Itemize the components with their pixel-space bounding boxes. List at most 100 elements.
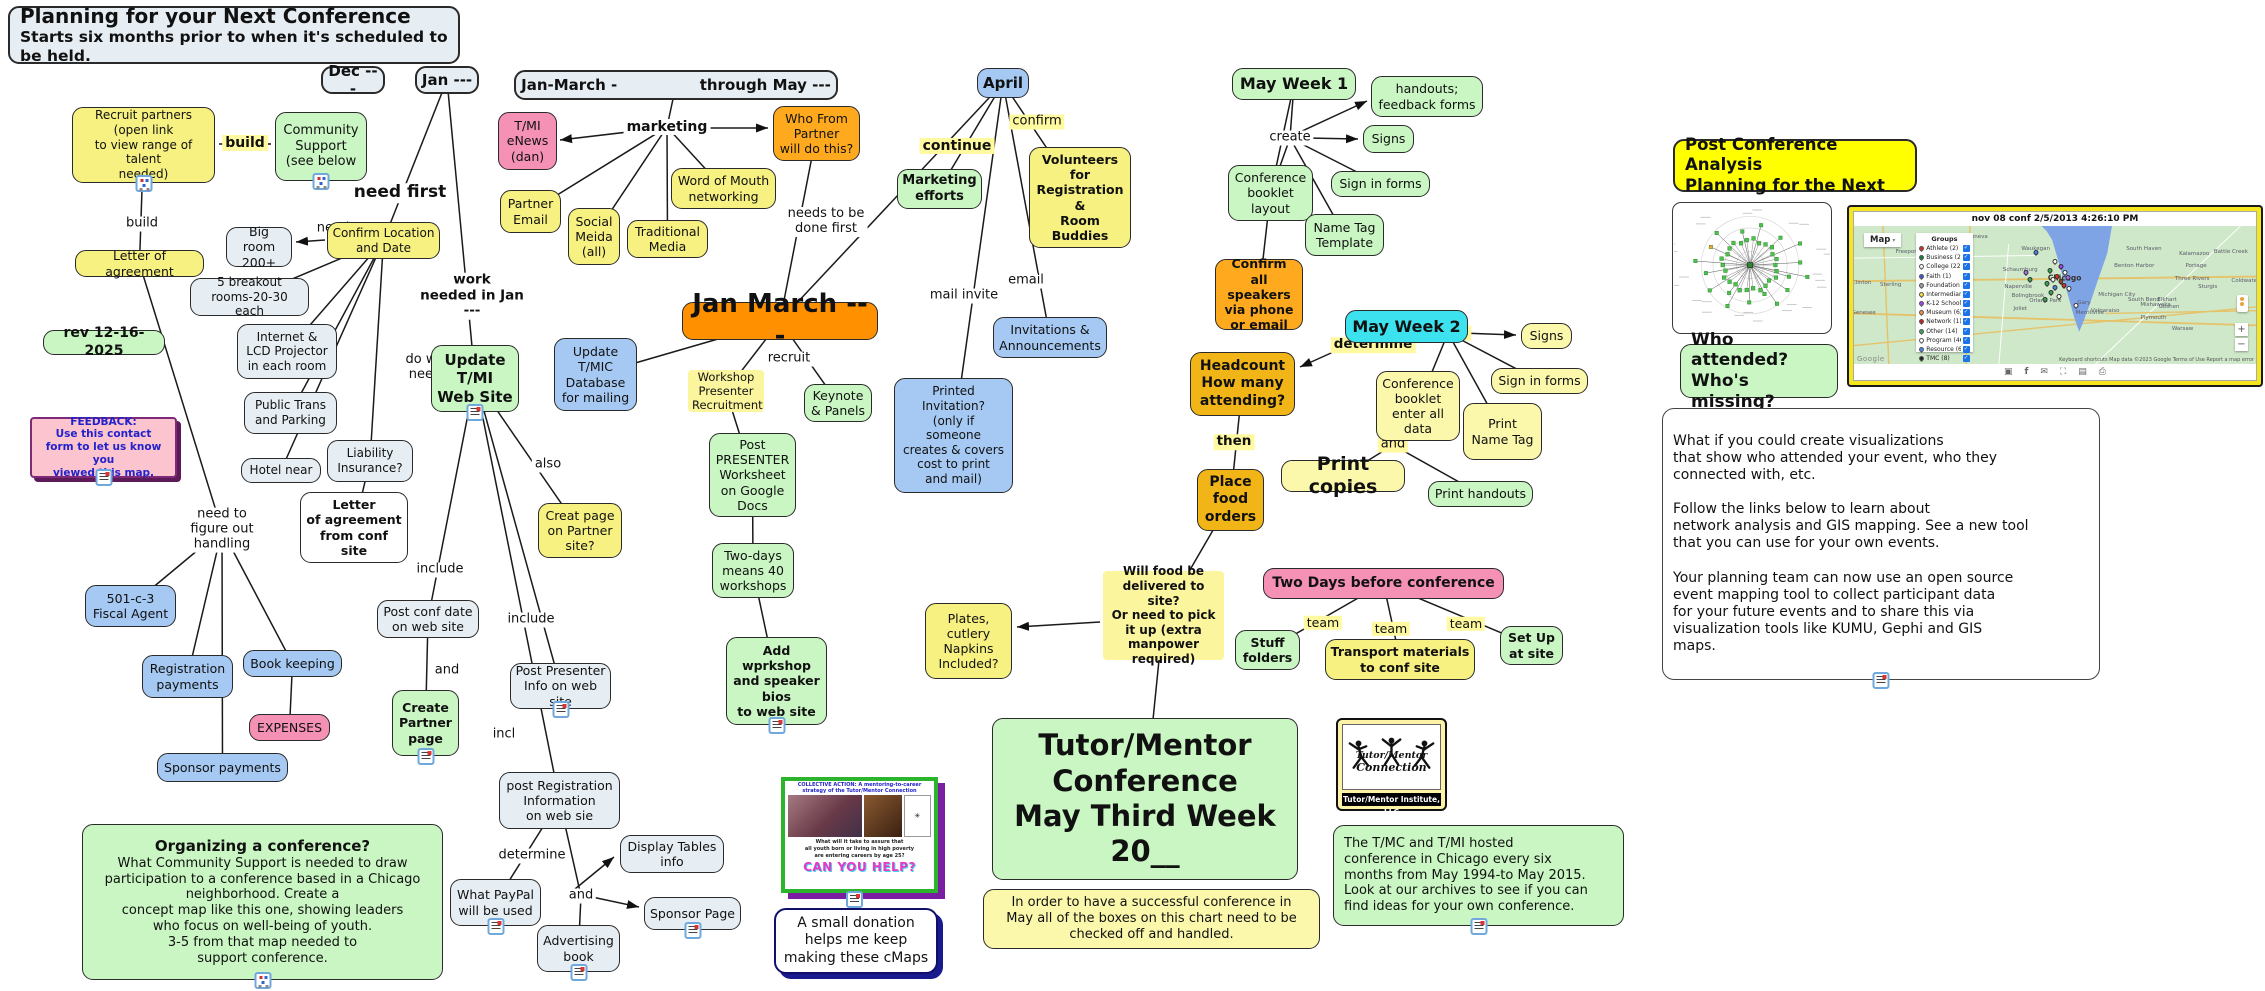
update-tmic-db[interactable]: Update T/MIC Database for mailing [554,338,637,411]
conf-booklet-layout[interactable]: Conference booklet layout [1228,165,1313,221]
tmi-enews[interactable]: T/MI eNews (dan) [498,112,557,170]
legend-checkbox[interactable]: ✓ [1962,346,1970,354]
print-copies[interactable]: Print copies [1281,453,1405,498]
map-type-button[interactable]: Map▾ [1864,232,1902,247]
post-conf-date[interactable]: Post conf date on web site [377,600,479,638]
five-breakout[interactable]: 5 breakout rooms-20-30 each [190,275,309,318]
april-header[interactable]: April [977,68,1029,98]
nametag-template[interactable]: Name Tag Template [1305,214,1384,256]
legend-checkbox[interactable]: ✓ [1962,327,1970,335]
legend-checkbox[interactable]: ✓ [1962,336,1970,344]
what-paypal[interactable]: What PayPal will be used [450,879,541,935]
confirm-speakers[interactable]: Confirm all speakers via phone or email [1215,256,1303,332]
tmc-text-box[interactable]: The T/MC and T/MI hosted conference in C… [1333,825,1624,935]
viz-text-box[interactable]: What if you could create visualizations … [1662,408,2100,689]
conf-booklet-enter[interactable]: Conference booklet enter all data [1376,371,1460,441]
document-resource-icon[interactable] [417,748,434,765]
confirm-location[interactable]: Confirm Location and Date [327,222,440,259]
jan-march-orange[interactable]: Jan March --- [682,289,878,351]
inorder-box[interactable]: In order to have a successful conference… [983,889,1320,949]
stuff-folders[interactable]: Stuff folders [1235,630,1300,670]
legend-checkbox[interactable]: ✓ [1962,290,1970,298]
social-media[interactable]: Social Meida (all) [568,208,620,265]
place-food[interactable]: Place food orders [1197,469,1264,531]
legend-checkbox[interactable]: ✓ [1962,309,1970,317]
plates-cutlery[interactable]: Plates, cutlery Napkins Included? [925,603,1012,679]
document-resource-icon[interactable] [684,922,701,939]
concept-map-resource-icon[interactable] [312,173,330,190]
letter-of-agreement[interactable]: Letter of agreement [75,248,204,279]
post-conf-analysis[interactable]: Post Conference Analysis Planning for th… [1673,135,1917,195]
small-donation[interactable]: A small donation helps me keep making th… [774,908,938,974]
signin1[interactable]: Sign in forms [1331,171,1430,197]
post-presenter-info[interactable]: Post Presenter Info on web site [510,663,611,718]
registration-payments[interactable]: Registration payments [142,655,233,698]
community-support[interactable]: Community Support (see below [275,112,367,190]
email-icon[interactable]: ✉ [2040,367,2048,377]
liability[interactable]: Liability Insurance? [327,440,413,482]
transport-materials[interactable]: Transport materials to conf site [1325,639,1475,680]
jan-header[interactable]: Jan --- [415,66,479,94]
book-keeping[interactable]: Book keeping [243,650,342,677]
big-room[interactable]: Big room 200+ [226,224,292,270]
zoom-in-button[interactable]: + [2234,322,2248,336]
signs2[interactable]: Signs [1521,323,1572,349]
two-days-workshops[interactable]: Two-days means 40 workshops [712,543,794,598]
create-partner-page[interactable]: Create Partner page [392,690,459,765]
janmarch-may-header[interactable]: Jan-March - through May --- [514,70,838,100]
print-nametag[interactable]: Print Name Tag [1463,403,1542,460]
dec-header[interactable]: Dec --- [321,62,385,98]
expenses[interactable]: EXPENSES [249,714,330,741]
save-icon[interactable]: ▤ [2078,367,2087,377]
signs1[interactable]: Signs [1363,125,1414,153]
document-resource-icon[interactable] [1872,672,1890,689]
who-attended[interactable]: Who attended? Who's missing? [1680,330,1838,412]
display-tables[interactable]: Display Tables info [620,835,724,873]
organizing-box[interactable]: Organizing a conference?What Community S… [82,824,443,989]
headcount[interactable]: Headcount How many attending? [1190,352,1295,416]
map-area[interactable]: Map▾ Groups Athlete (2)✓Business (2)✓Col… [1854,226,2256,364]
print-handouts[interactable]: Print handouts [1428,481,1533,507]
concept-map-resource-icon[interactable] [254,972,271,989]
poster-document-resource-icon[interactable] [846,891,863,908]
twitter-icon[interactable]: ▣ [2003,367,2013,377]
concept-map-resource-icon[interactable] [135,175,152,192]
post-registration-info[interactable]: post Registration Information on web sie [499,772,620,829]
who-from-partner[interactable]: Who From Partner will do this? [773,106,860,161]
legend-checkbox[interactable]: ✓ [1962,300,1970,308]
invitations-announcements[interactable]: Invitations & Announcements [993,317,1107,358]
post-presenter-worksheet[interactable]: Post PRESENTER Worksheet on Google Docs [709,433,796,517]
fullscreen-icon[interactable]: ⛶ [2059,367,2067,377]
hotel-near[interactable]: Hotel near [241,458,321,483]
public-trans[interactable]: Public Trans and Parking [244,392,337,434]
recruit-partners[interactable]: Recruit partners (open link to view rang… [72,107,215,192]
creat-page-partner[interactable]: Creat page on Partner site? [538,503,622,558]
document-resource-icon[interactable] [768,717,785,734]
marketing-efforts[interactable]: Marketing efforts [897,169,982,209]
legend-checkbox[interactable]: ✓ [1962,272,1970,280]
document-resource-icon[interactable] [570,964,587,981]
legend-checkbox[interactable]: ✓ [1962,263,1970,271]
traditional-media[interactable]: Traditional Media [627,220,708,258]
sponsor-payments[interactable]: Sponsor payments [157,753,288,782]
will-food[interactable]: Will food be delivered to site? Or need … [1103,564,1224,666]
legend-checkbox[interactable]: ✓ [1962,244,1970,252]
tutor-mentor-box[interactable]: Tutor/Mentor Conference May Third Week 2… [992,718,1298,880]
network-analysis-image[interactable] [1665,202,1834,334]
can-you-help-poster[interactable]: COLLECTIVE ACTION: A mentoring-to-career… [781,777,938,893]
add-workshop-bios[interactable]: Add wprkshop and speaker bios to web sit… [726,637,827,734]
signin2[interactable]: Sign in forms [1491,368,1588,394]
word-of-mouth[interactable]: Word of Mouth networking [671,168,776,209]
legend-checkbox[interactable]: ✓ [1962,355,1970,363]
mayweek2-header[interactable]: May Week 2 [1345,310,1468,343]
document-resource-icon[interactable] [487,918,504,935]
legend-checkbox[interactable]: ✓ [1962,254,1970,262]
document-resource-icon[interactable] [466,404,484,421]
document-resource-icon[interactable] [1470,918,1487,935]
document-resource-icon[interactable] [95,469,112,486]
setup-site[interactable]: Set Up at site [1500,626,1563,665]
partner-email[interactable]: Partner Email [500,190,561,233]
internet-lcd[interactable]: Internet & LCD Projector in each room [237,324,337,379]
two-days-before[interactable]: Two Days before conference [1263,568,1504,599]
